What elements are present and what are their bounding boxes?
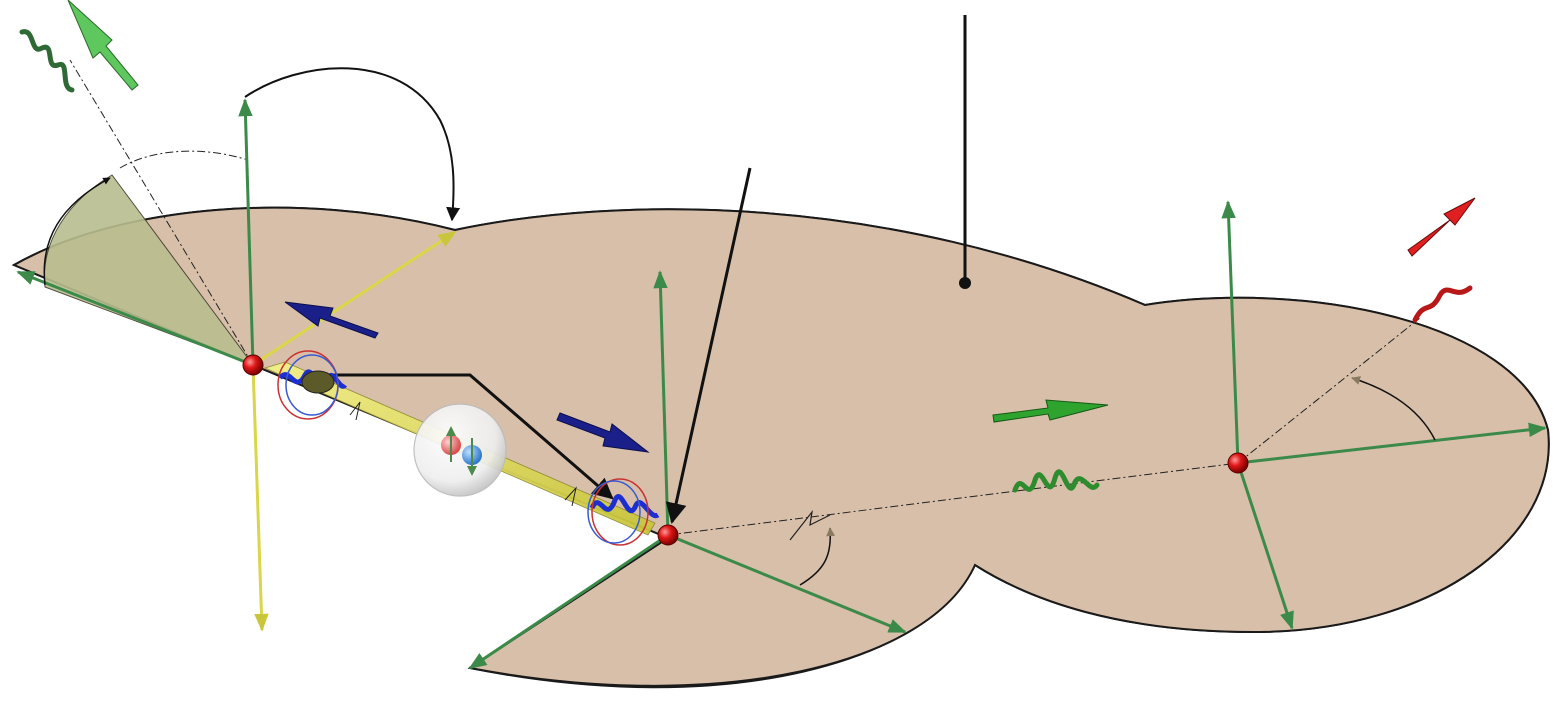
spin-arrow-icon	[284, 301, 650, 453]
plane-outline	[11, 206, 1550, 687]
atom-sphere-icon	[413, 403, 507, 497]
atom-node-center[interactable]	[657, 524, 679, 546]
pointer-lines	[315, 15, 967, 525]
atom-node-right[interactable]	[1227, 452, 1249, 474]
link-break-symbol	[789, 509, 831, 541]
axes-left-node	[16, 98, 457, 632]
atom-wave-center	[587, 478, 660, 546]
pointer-dot	[959, 277, 971, 289]
angle-arc-right	[1351, 376, 1436, 441]
direction-arrow-icon	[67, 0, 1476, 423]
atom-node-left[interactable]	[242, 354, 264, 376]
atom-wave-left	[277, 350, 348, 420]
axes-center-node	[468, 270, 907, 670]
curved-pointer-arrow	[244, 67, 461, 222]
photon-wave-icon	[19, 29, 1473, 493]
link-lines	[69, 59, 1421, 536]
axes-right-node	[1221, 200, 1547, 630]
beam-marker	[349, 401, 577, 507]
angle-arc-left	[43, 177, 111, 286]
angle-arc-center	[799, 527, 836, 586]
